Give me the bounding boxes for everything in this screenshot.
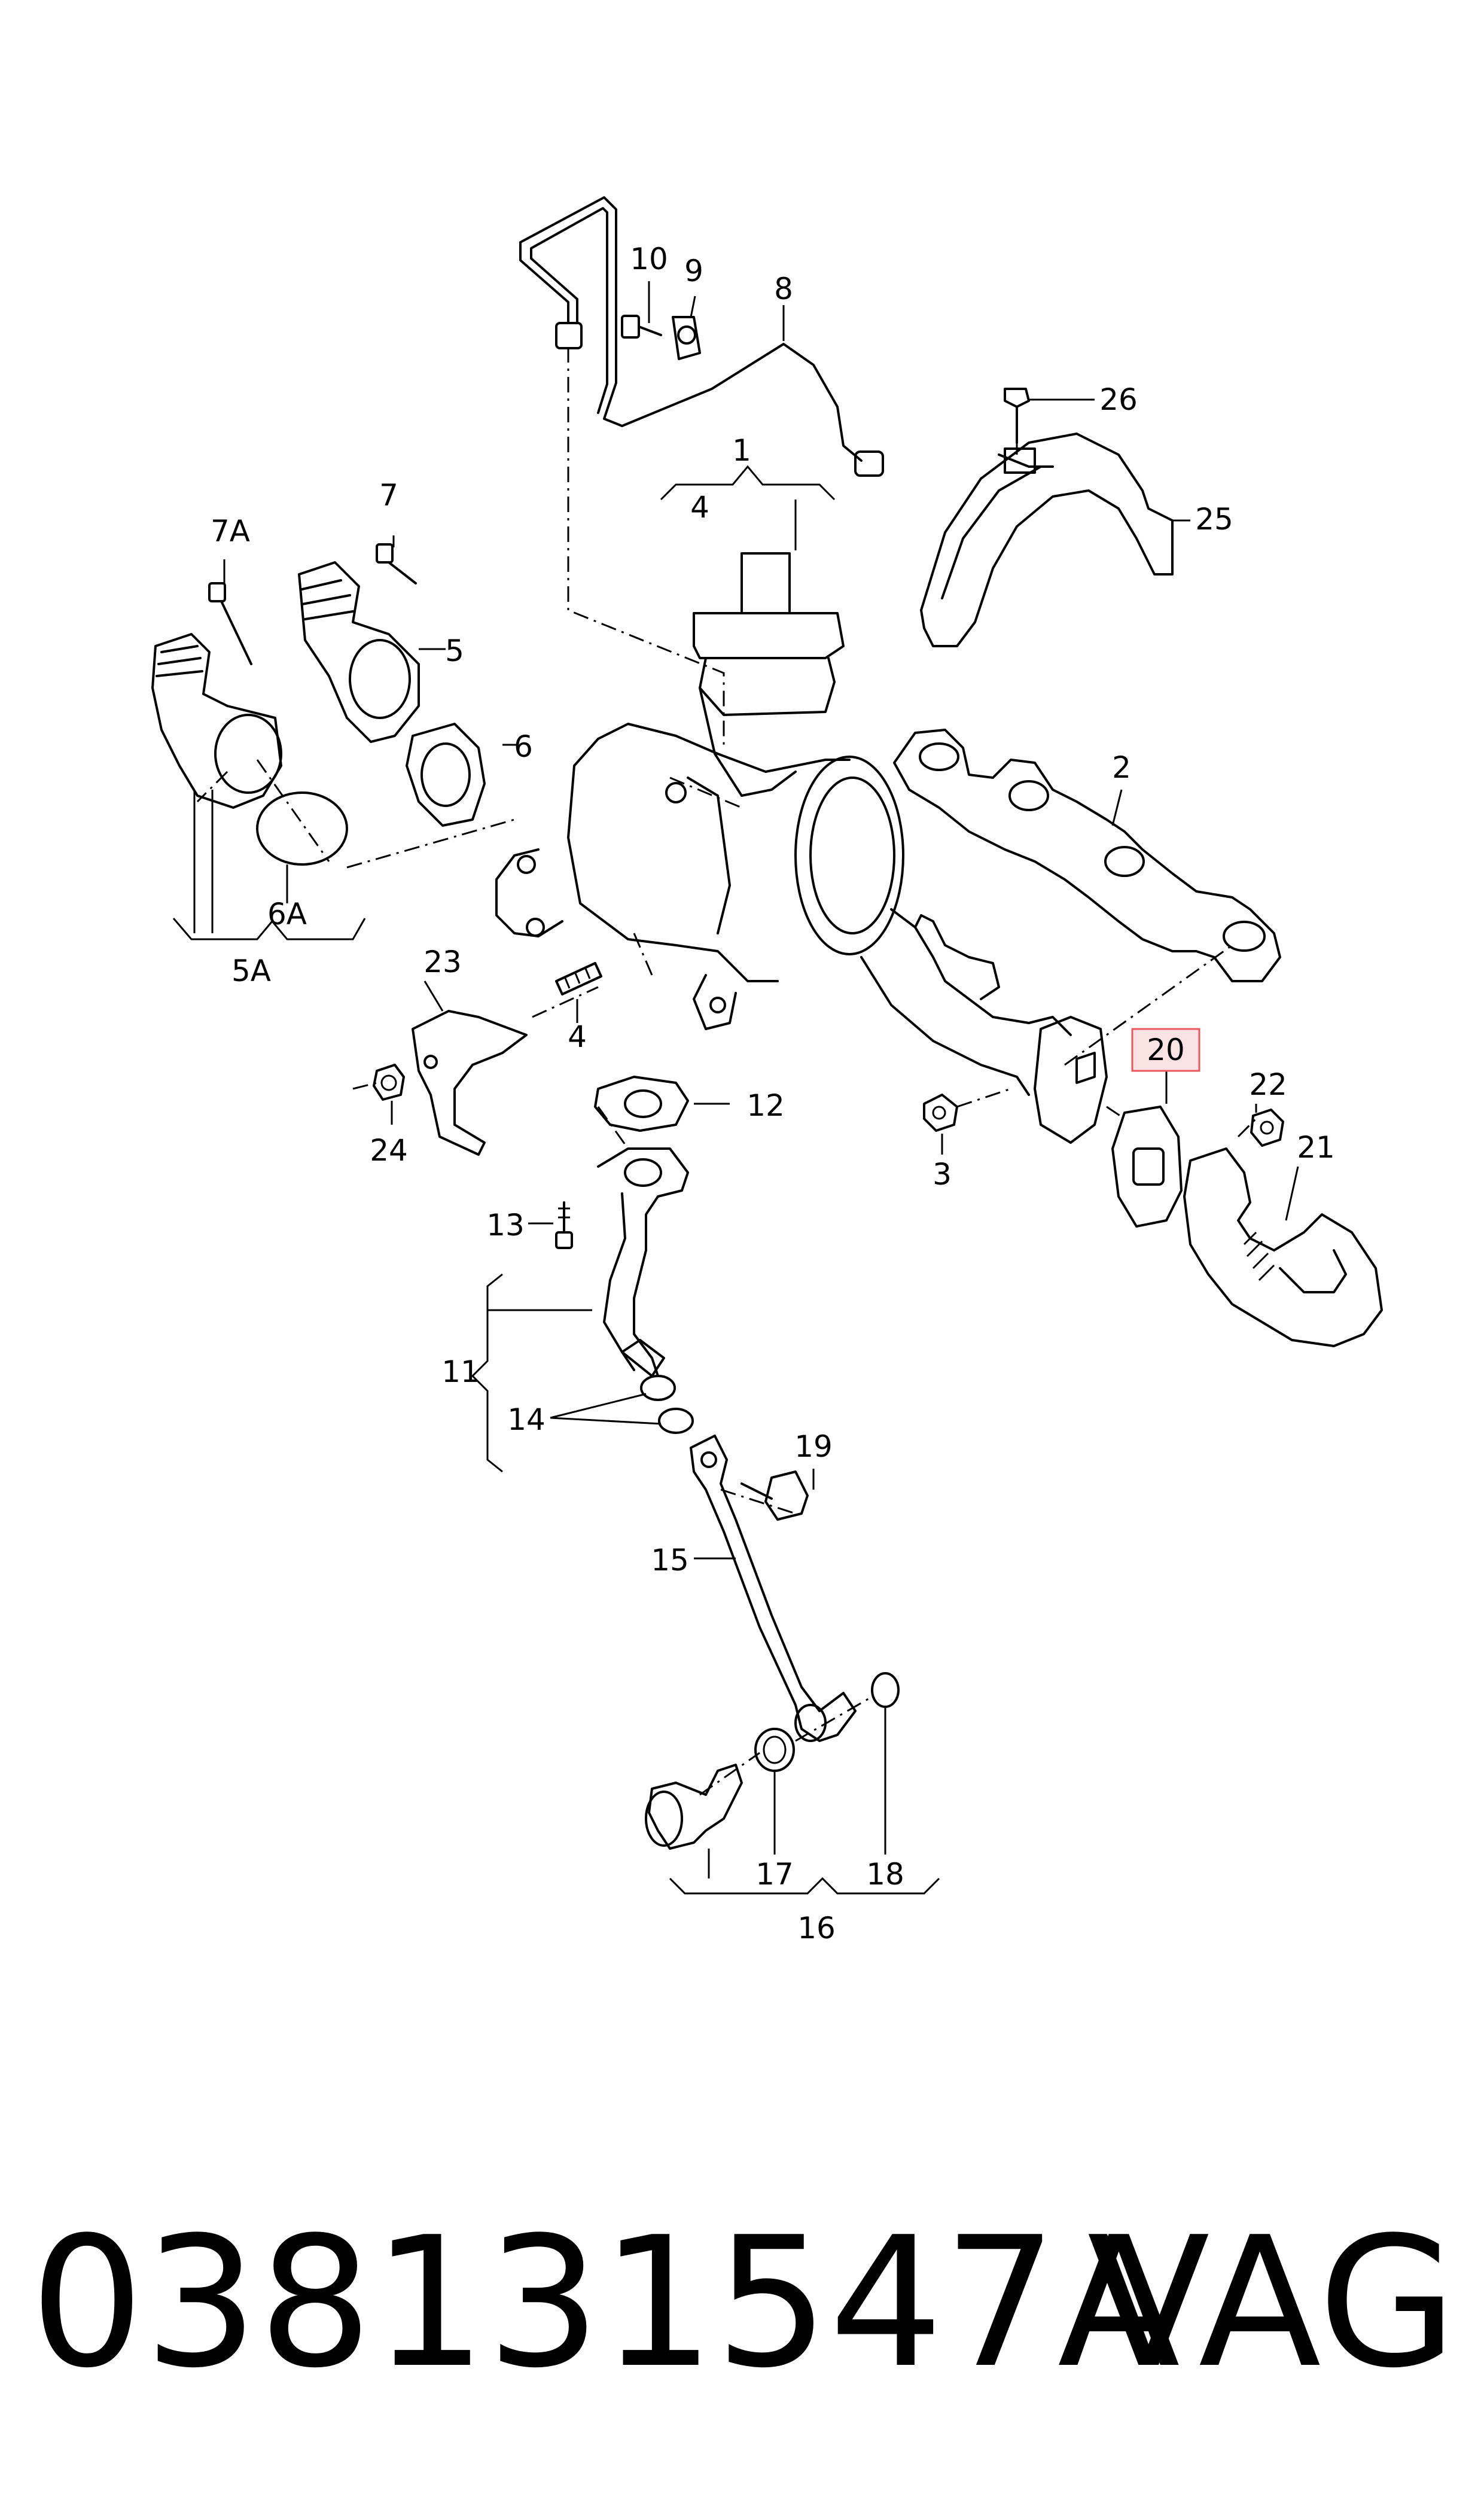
nut-3 (923, 1094, 958, 1132)
callout-23: 23 (423, 945, 462, 979)
callout-21: 21 (1297, 1130, 1335, 1165)
clamp-9 (672, 316, 701, 360)
callout-5: 5 (445, 634, 464, 668)
valve-5 (298, 561, 420, 743)
callout-24: 24 (370, 1133, 408, 1168)
turbocharger (495, 552, 1072, 1096)
bolt-7a (208, 582, 252, 665)
seal-17 (754, 1728, 795, 1772)
callout-10: 10 (630, 242, 668, 276)
callout-25: 25 (1195, 502, 1233, 537)
banjo-bolt-16 (645, 1764, 743, 1850)
seal-18 (871, 1672, 900, 1708)
callout-3: 3 (933, 1157, 952, 1192)
callout-4-stud: 4 (568, 1019, 587, 1054)
oil-supply-pipe-15 (690, 1435, 857, 1742)
callout-16: 16 (797, 1911, 836, 1945)
callout-19: 19 (794, 1429, 833, 1464)
egr-valve-5a (151, 633, 282, 809)
nut-24 (373, 1064, 405, 1101)
nut-22 (1250, 1109, 1284, 1147)
callout-7a: 7A (211, 514, 250, 549)
bolt-13 (555, 1201, 573, 1249)
callout-18: 18 (866, 1857, 904, 1892)
callout-labels: 1 4 2 3 4 5 5A 6 6A 7 7A 8 9 10 11 12 13… (211, 242, 1335, 1945)
callout-15: 15 (651, 1543, 689, 1578)
callout-17: 17 (755, 1857, 794, 1892)
oil-return-pipe-11 (597, 1147, 689, 1377)
o-ring-6a (256, 791, 348, 866)
callout-9: 9 (684, 254, 703, 288)
callout-4-top: 4 (690, 490, 709, 525)
callout-8: 8 (774, 272, 793, 306)
callout-6a: 6A (267, 897, 307, 931)
highlight-box-20 (1131, 1028, 1200, 1072)
callout-20: 20 (1147, 1033, 1185, 1067)
callout-6: 6 (514, 729, 533, 764)
callout-1: 1 (732, 433, 751, 468)
stud-4 (555, 962, 602, 995)
callout-26: 26 (1099, 382, 1138, 417)
callout-11: 11 (441, 1354, 480, 1389)
callout-12: 12 (746, 1088, 785, 1123)
callout-5a: 5A (231, 954, 271, 988)
gasket-12 (594, 1076, 689, 1132)
callout-7: 7 (379, 478, 398, 513)
pressure-pipe (519, 196, 884, 477)
assembly-lines (196, 347, 1257, 1796)
bolt-7 (376, 543, 417, 584)
gasket-6 (406, 723, 486, 827)
bracket-23 (412, 1010, 528, 1156)
manifold-gasket (893, 729, 1281, 982)
callout-14: 14 (507, 1402, 546, 1437)
callout-22: 22 (1249, 1067, 1287, 1102)
pipe-21 (1183, 1147, 1383, 1347)
bolt-10 (621, 315, 662, 339)
egr-flange (1034, 1016, 1108, 1144)
footer-brand: VAG (1087, 2199, 1457, 2407)
leader-lines (172, 281, 1299, 1895)
seals-14 (640, 1375, 694, 1434)
callout-2: 2 (1112, 750, 1131, 785)
footer-part-number: 038131547A (30, 2199, 1181, 2407)
bolt-19 (741, 1470, 809, 1521)
callout-13: 13 (486, 1208, 525, 1243)
gasket-20 (1111, 1106, 1183, 1228)
heat-shield (920, 433, 1174, 647)
actuator-bracket (660, 465, 836, 501)
